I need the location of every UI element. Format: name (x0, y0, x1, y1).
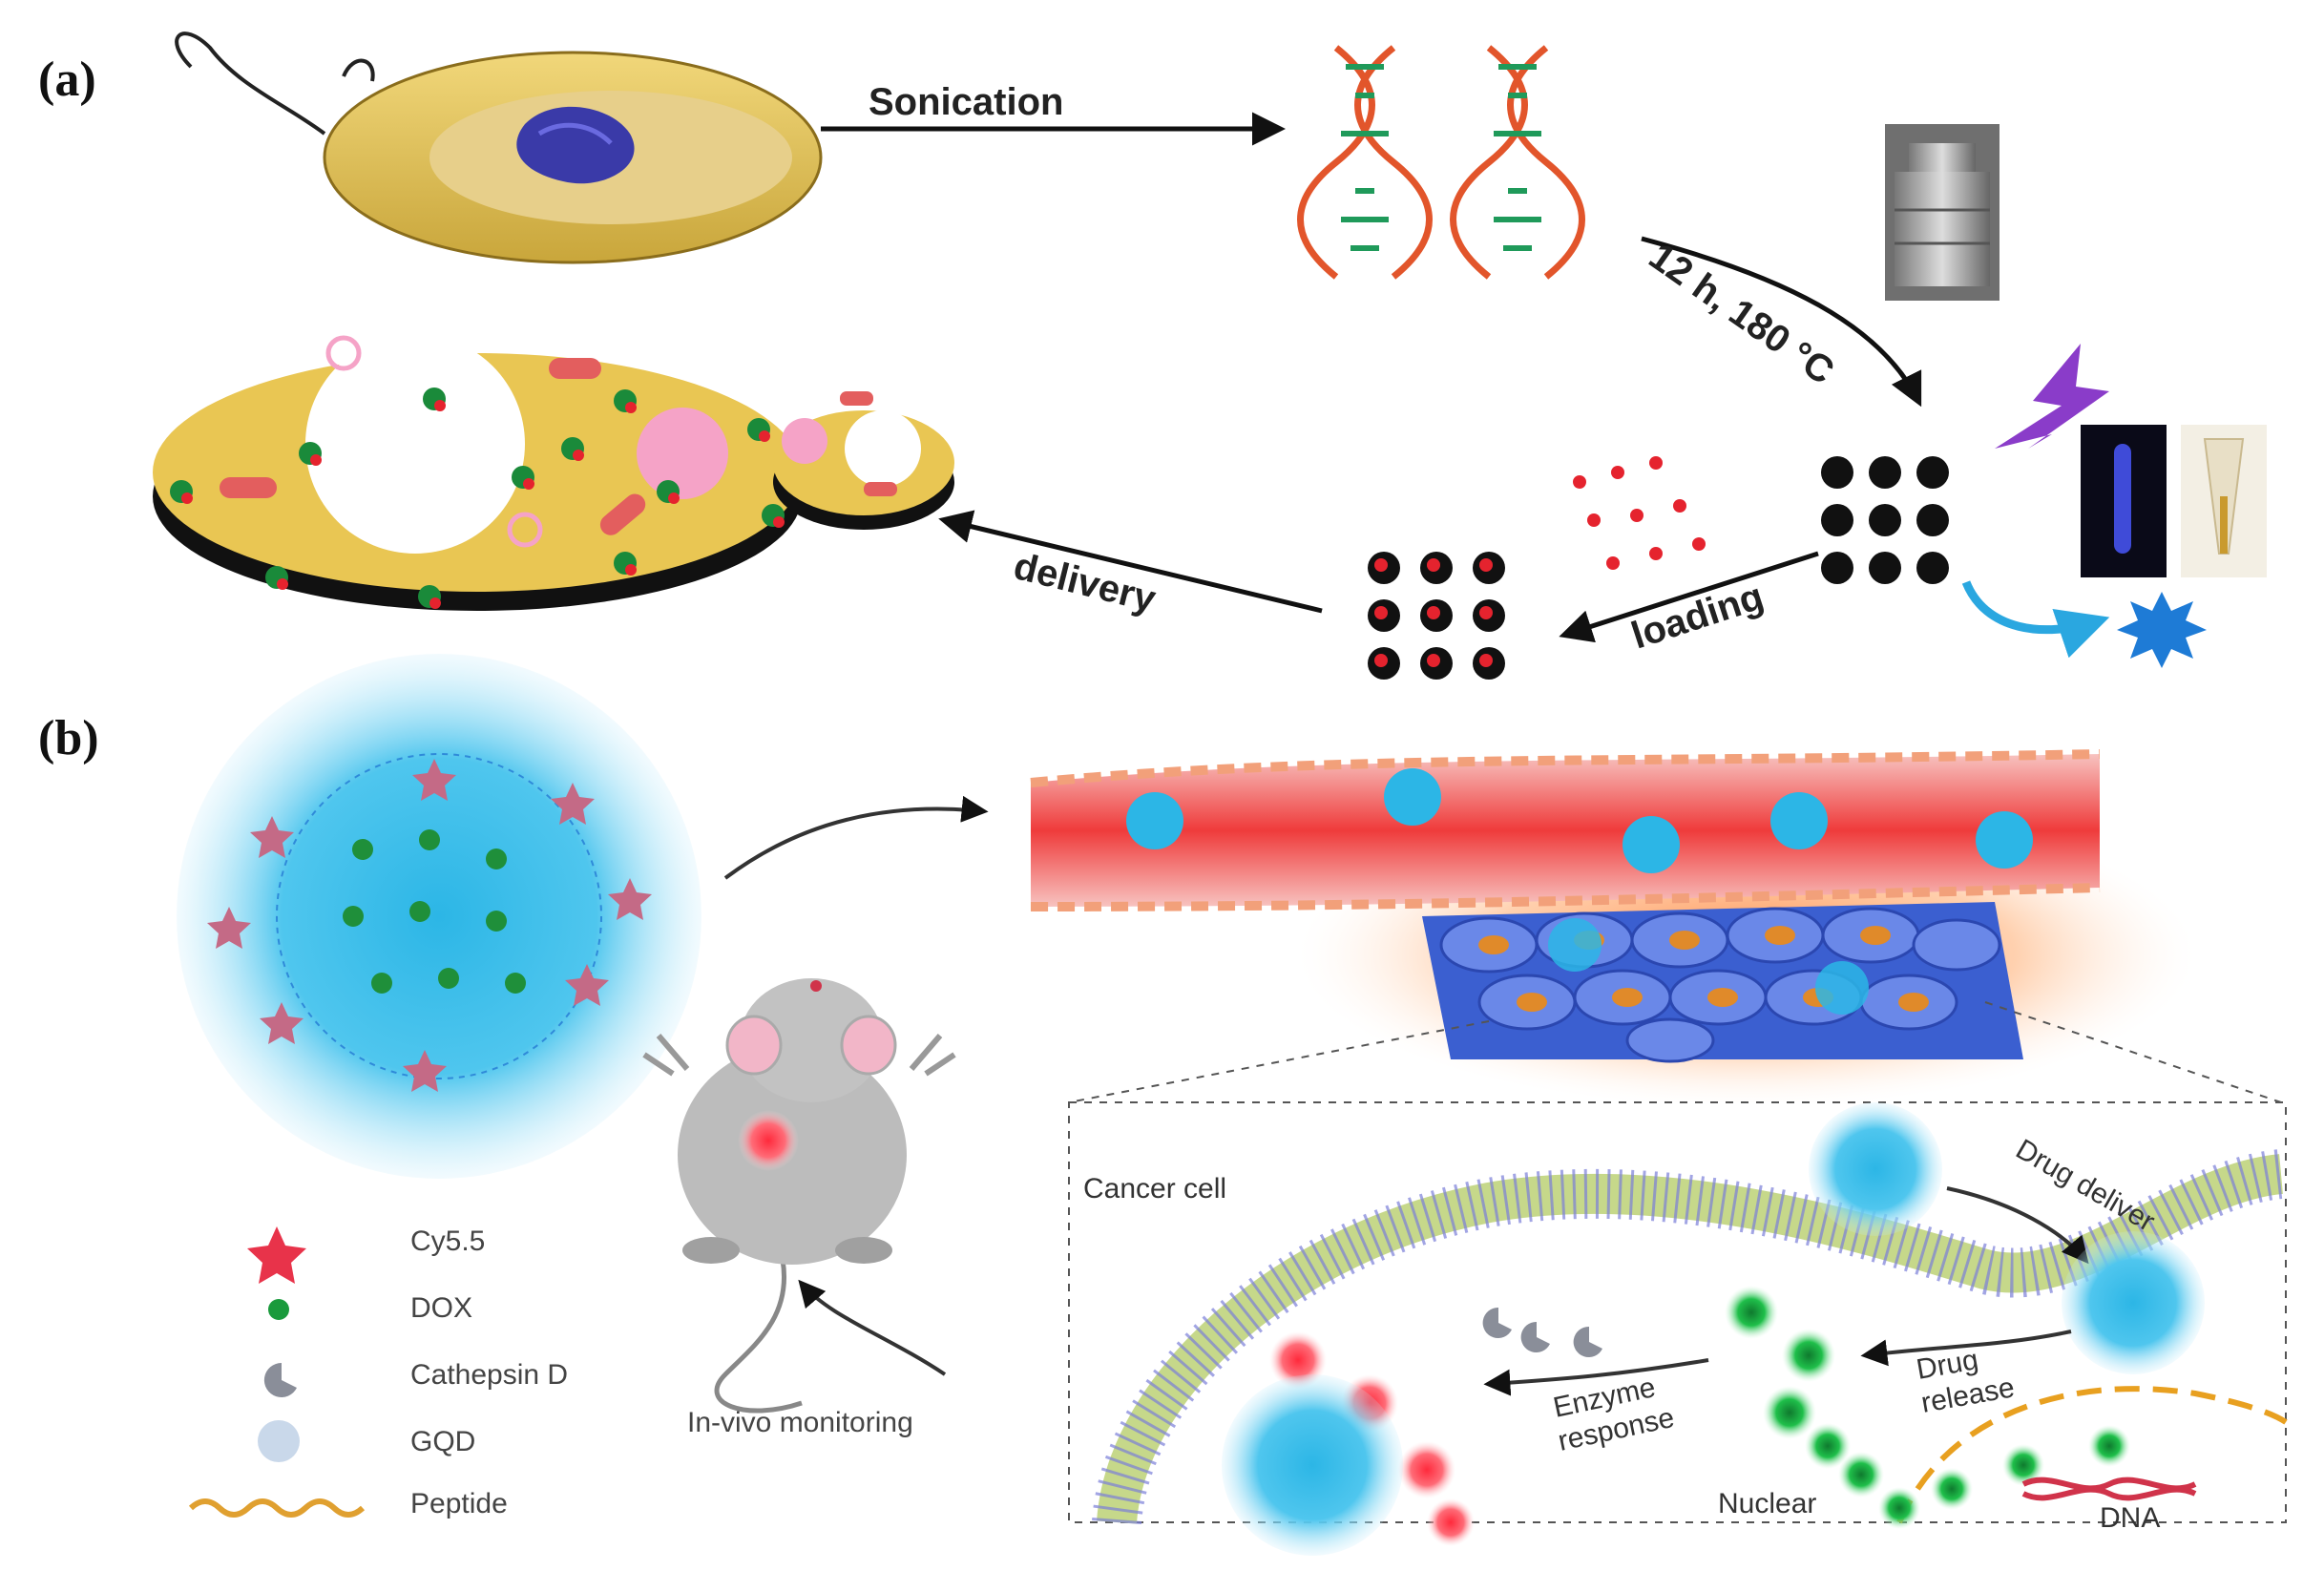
zoom-line-right (1984, 1001, 2282, 1103)
injection-arrow (723, 795, 989, 880)
pacman-icon (263, 1362, 297, 1397)
dot-icon (268, 1299, 289, 1320)
cathepsin-enzymes (1482, 1307, 1602, 1357)
legend-label-dox: DOX (410, 1292, 472, 1324)
nuclear-label: Nuclear (1718, 1488, 1816, 1519)
hydrothermal-label: 12 h, 180 °C (1642, 235, 1842, 392)
monitoring-arrow (798, 1279, 947, 1376)
star-icon (247, 1226, 306, 1284)
emission-burst-icon (2117, 592, 2207, 668)
loading-label: loading (1626, 576, 1769, 658)
autoclave-icon (1885, 124, 1999, 301)
panel-a-label: (a) (38, 52, 96, 107)
gqd-particle-outside (1809, 1102, 1942, 1236)
dna-strand-icon (2021, 1477, 2197, 1501)
yeast-cell-icon (153, 334, 954, 611)
sonication-label: Sonication (869, 81, 1063, 123)
gqd-particle-released (1222, 1374, 1403, 1556)
mouse-icon (642, 978, 956, 1414)
monitoring-label: In-vivo monitoring (687, 1407, 913, 1438)
bacterium-icon (175, 31, 823, 264)
blood-vessel-icon (1030, 749, 2101, 911)
legend-label-cathepsin: Cathepsin D (410, 1359, 568, 1391)
released-dox (1725, 1286, 2130, 1529)
hydrothermal-arrow (1641, 236, 1922, 408)
dna-helix-icon (1297, 45, 1585, 280)
panel-b-label: (b) (38, 711, 99, 765)
drug-deliver-arrow (1946, 1186, 2089, 1265)
delivery-arrow (938, 510, 1323, 614)
drug-release-arrow (1860, 1330, 2072, 1367)
panel-a: (a) Sonication (38, 31, 2267, 680)
enzyme-response-arrow (1483, 1358, 1709, 1396)
cancer-cell-label: Cancer cell (1083, 1173, 1226, 1204)
zoom-line-left (1068, 1020, 1490, 1103)
gqd-particle-inside (2062, 1231, 2205, 1374)
lightning-icon (1995, 344, 2109, 449)
wave-icon (188, 1498, 366, 1518)
legend-label-cy55: Cy5.5 (410, 1225, 485, 1257)
cuvette-visible-icon (2181, 425, 2267, 577)
tumor-cells-icon (1422, 902, 2023, 1063)
legend-label-peptide: Peptide (410, 1488, 508, 1519)
panel-b: (b) (38, 654, 2288, 1556)
dna-label: DNA (2100, 1502, 2160, 1534)
legend-label-gqd: GQD (410, 1426, 475, 1457)
loaded-gqd-dots (1368, 552, 1505, 680)
cancer-cell-inset: Cancer cell Drug deliver Drug release (1068, 1101, 2288, 1556)
cuvette-uv-icon (2081, 425, 2167, 577)
gqd-nanoparticle-icon (177, 654, 701, 1179)
excitation-arrow (1961, 580, 2110, 659)
dox-dots (1573, 456, 1706, 570)
delivery-label: delivery (1010, 545, 1161, 620)
gqd-dots (1821, 456, 1949, 584)
legend: Cy5.5 DOX Cathepsin D GQD Peptide (188, 1225, 568, 1519)
circle-icon (258, 1420, 300, 1462)
loading-arrow (1559, 551, 1819, 643)
